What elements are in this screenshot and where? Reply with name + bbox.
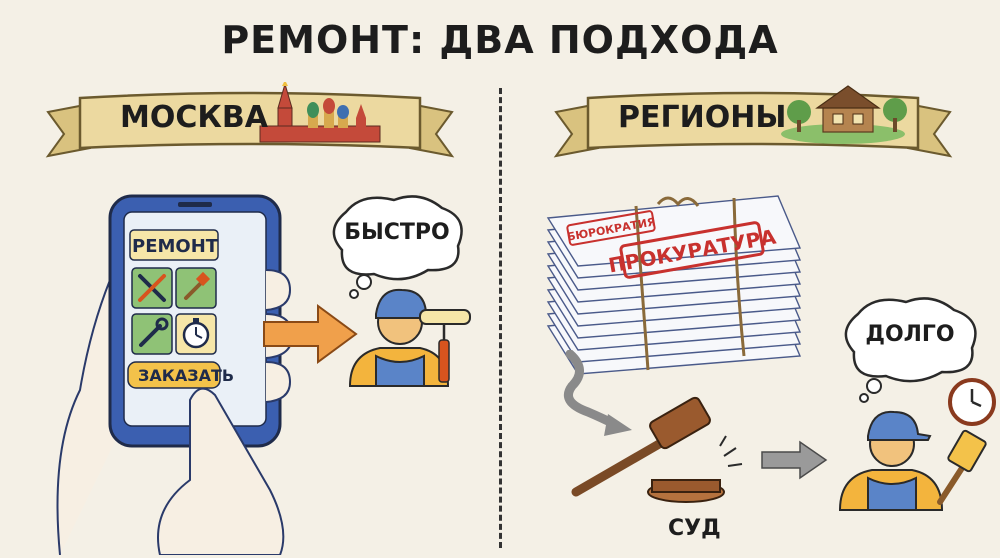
thought-bubble-slow [844,297,977,403]
arrow-right-gray-icon [761,440,828,480]
phone-order-button[interactable]: ЗАКАЗАТЬ [138,366,235,385]
paint-brush-icon [937,429,987,505]
moscow-banner [45,82,455,158]
phone-in-hand-illustration [56,194,294,555]
arrow-right-icon [263,304,358,364]
gavel-icon [571,396,743,503]
center-divider [499,88,502,548]
tools-icon [138,274,166,302]
regions-banner-label: РЕГИОНЫ [618,100,787,135]
thought-bubble-slow-label: ДОЛГО [865,322,955,347]
regions-banner [553,85,953,158]
paint-brush-icon [184,271,211,300]
thought-bubble-fast-label: БЫСТРО [344,220,450,245]
kremlin-icon [259,82,381,143]
worker-with-roller-illustration [348,288,471,387]
wall-clock-icon [948,378,996,426]
worker-with-brush-illustration [838,378,996,511]
village-house-icon [781,85,907,144]
court-label: СУД [668,516,721,541]
phone-app-header: РЕМОНТ [132,236,219,257]
squiggle-arrow-icon [564,350,632,436]
bureaucracy-paper-stack: БЮРОКРАТИЯ ПРОКУРАТУРА [546,195,802,375]
moscow-banner-label: МОСКВА [120,100,268,135]
stopwatch-icon [182,318,210,349]
thought-bubble-fast [332,195,463,299]
wrench-icon [139,317,169,347]
page-title: РЕМОНТ: ДВА ПОДХОДА [221,18,779,62]
